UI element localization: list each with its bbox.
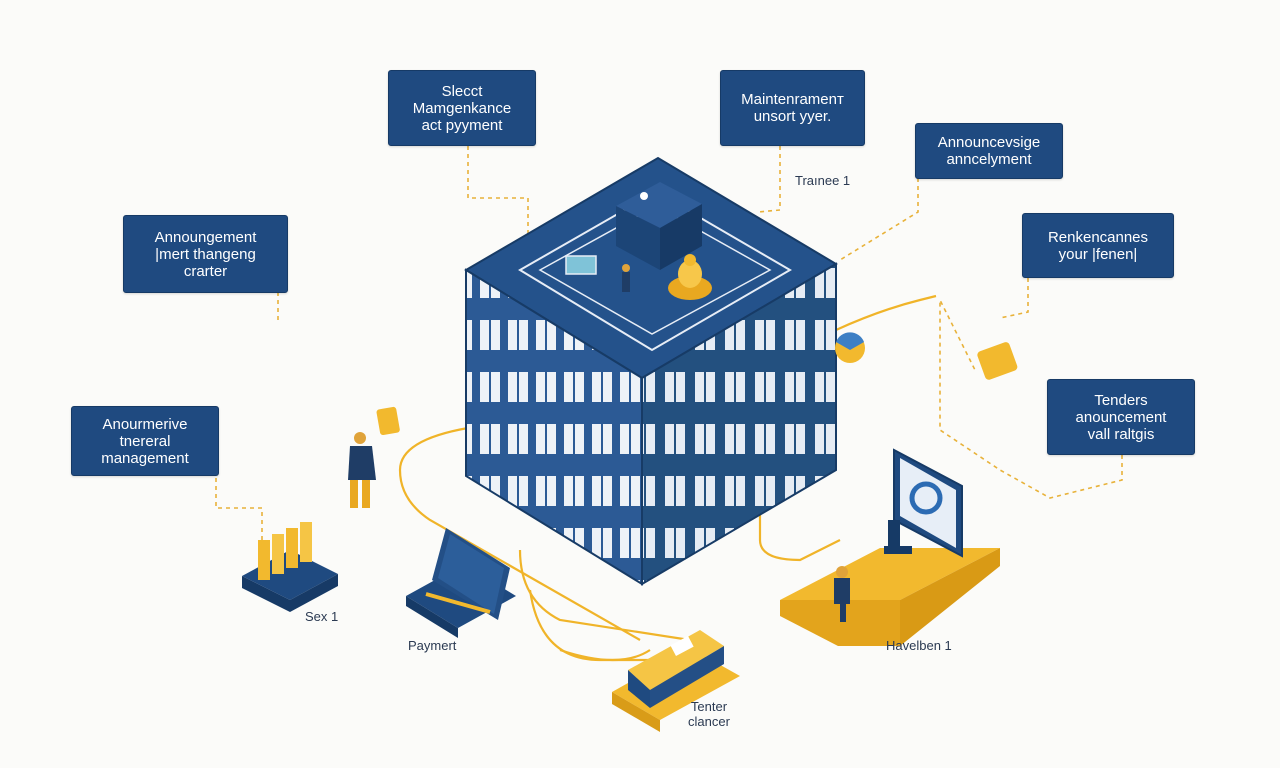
callout-line: management <box>101 449 189 467</box>
caption-sex: Sex 1 <box>305 609 339 624</box>
callout-announce-top-right: Announcevsige anncelyment <box>915 123 1063 179</box>
callout-line: act pyyment <box>421 116 503 134</box>
callout-line: Renkencannes <box>1047 228 1149 246</box>
callout-line: anouncement <box>1075 408 1167 426</box>
callout-line: Tenders <box>1094 391 1148 409</box>
callout-line: Mamgenkance <box>412 99 512 117</box>
callout-line: tnereral <box>119 432 171 450</box>
callout-line: Anourmerive <box>102 415 188 433</box>
dashed-connectors <box>215 146 1123 540</box>
callout-line: Slecct <box>441 82 483 100</box>
caption-havelben: Havelben 1 <box>886 638 952 653</box>
callout-line: anncelyment <box>946 151 1032 168</box>
callout-renkencannes: Renkencannes your |fenen| <box>1022 213 1174 278</box>
callout-announce-management-left: Anourmerive tnereral management <box>71 406 219 476</box>
caption-trainee: Traınee 1 <box>795 173 851 188</box>
callout-line: |mert thangeng <box>155 245 256 263</box>
badge-icon <box>977 342 1018 380</box>
badge-icon <box>376 406 400 436</box>
callout-line: your |fenen| <box>1058 245 1138 263</box>
solid-connectors <box>398 294 937 662</box>
callout-line: Announcevsige <box>937 134 1041 151</box>
callout-select-maintenance: Slecct Mamgenkance act pyyment <box>388 70 536 146</box>
isometric-building <box>464 156 838 586</box>
document-stack-icon <box>242 522 338 612</box>
callout-tenders: Tenders anouncement vall raltgis <box>1047 379 1195 455</box>
callout-announcement-left: Announgement |mert thangeng crarter <box>123 215 288 293</box>
globe-icon <box>835 332 865 363</box>
caption-line: Tenter <box>690 699 728 714</box>
callout-line: vall raltgis <box>1087 425 1155 443</box>
callout-line: unsort yyer. <box>753 108 832 125</box>
caption-line: clancer <box>688 714 730 729</box>
monitor-icon <box>780 448 1000 646</box>
caption-tenter: Tenter clancer <box>688 699 730 729</box>
person-icon <box>348 432 376 508</box>
laptop-icon <box>406 528 516 638</box>
callout-maintenance-top: Maintenramenт unsort yyer. <box>720 70 865 146</box>
callout-line: Maintenramenт <box>741 91 844 108</box>
caption-payment: Paymert <box>408 638 457 653</box>
callout-line: Announgement <box>154 228 257 246</box>
bus-icon <box>612 630 740 732</box>
callout-line: crarter <box>183 262 228 280</box>
